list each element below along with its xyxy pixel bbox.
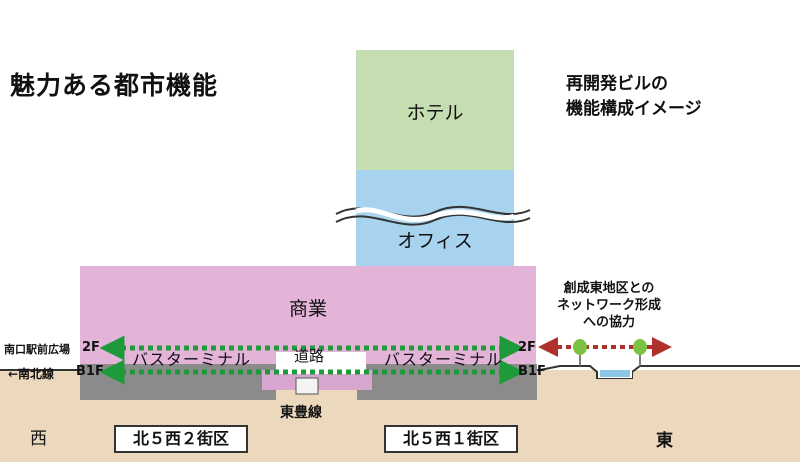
office-label: オフィス [397, 230, 473, 252]
diagram-title: 魅力ある都市機能 [10, 71, 219, 100]
caption-line: 機能構成イメージ [566, 99, 702, 119]
ground-line [0, 365, 800, 379]
bus-terminal-west-label: バスターミナル [132, 350, 252, 369]
caption-line: 再開発ビルの [566, 74, 668, 94]
collaboration-line: ネットワーク形成 [556, 298, 661, 313]
floor-b1f-west: B1F [76, 364, 104, 379]
floor-b1f-east: B1F [518, 364, 546, 379]
tower-break-line [335, 213, 531, 226]
network-node [633, 339, 647, 355]
floor-2f-west: 2F [82, 340, 100, 355]
retail-label: 商業 [288, 298, 327, 320]
hotel-block [356, 50, 514, 170]
upper-connection-label: 南口駅前広場 [4, 343, 70, 356]
road-label: 道路 [294, 347, 325, 365]
bus-terminal-east-label: バスターミナル [384, 350, 504, 369]
tower-break-gap [355, 207, 515, 222]
toho-line-label: 東豊線 [280, 405, 322, 421]
toho-station-box [295, 377, 319, 395]
block-west-label: 北５西２街区 [114, 425, 248, 453]
floor-2f-east: 2F [518, 340, 536, 355]
collaboration-note: 創成東地区との ネットワーク形成 への協力 [545, 280, 673, 331]
collaboration-line: 創成東地区との [563, 281, 655, 296]
diagram-caption: 再開発ビルの 機能構成イメージ [566, 72, 702, 122]
collaboration-line: への協力 [582, 315, 635, 330]
direction-west: 西 [30, 429, 47, 449]
block-east-label: 北５西１街区 [384, 425, 518, 453]
hotel-label: ホテル [406, 102, 464, 124]
direction-east: 東 [656, 431, 673, 451]
ground-recess-water [600, 370, 630, 377]
network-node [573, 339, 587, 355]
lower-connection-label: ←南北線 [8, 367, 55, 381]
